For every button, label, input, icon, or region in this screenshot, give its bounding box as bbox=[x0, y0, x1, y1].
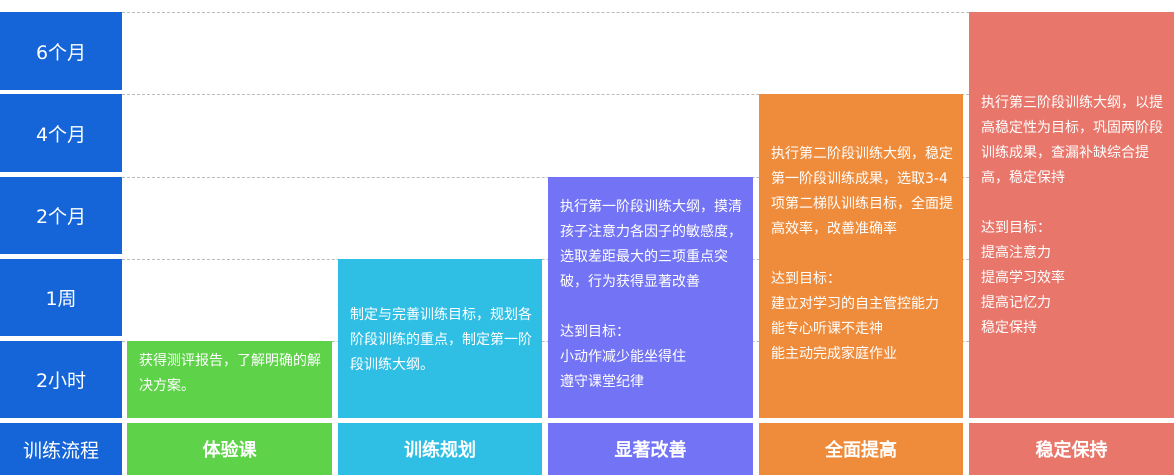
stage-label-improvement: 显著改善 bbox=[548, 423, 753, 475]
row-label-2-months: 2个月 bbox=[0, 177, 122, 254]
stage-bar-overall: 执行第二阶段训练大纲，稳定第一阶段训练成果，选取3-4项第二梯队训练目标，全面提… bbox=[759, 94, 963, 418]
stage-label-planning: 训练规划 bbox=[338, 423, 542, 475]
stage-bar-planning: 制定与完善训练目标，规划各阶段训练的重点，制定第一阶段训练大纲。 bbox=[338, 259, 542, 418]
row-label-4-months: 4个月 bbox=[0, 94, 122, 172]
stage-label-stable: 稳定保持 bbox=[969, 423, 1174, 475]
row-label-2-hours: 2小时 bbox=[0, 341, 122, 418]
grid-line bbox=[122, 12, 1174, 13]
row-label-1-week: 1周 bbox=[0, 259, 122, 336]
stage-bar-stable: 执行第三阶段训练大纲，以提高稳定性为目标，巩固两阶段训练成果，查漏补缺综合提高，… bbox=[969, 12, 1174, 418]
stage-label-trial: 体验课 bbox=[127, 423, 332, 475]
row-label-6-months: 6个月 bbox=[0, 12, 122, 90]
footer-label: 训练流程 bbox=[0, 423, 122, 475]
stage-bar-trial: 获得测评报告，了解明确的解决方案。 bbox=[127, 341, 332, 418]
grid-line bbox=[122, 94, 1174, 95]
stage-label-overall: 全面提高 bbox=[759, 423, 963, 475]
stage-bar-improvement: 执行第一阶段训练大纲，摸清孩子注意力各因子的敏感度，选取差距最大的三项重点突破，… bbox=[548, 177, 753, 418]
